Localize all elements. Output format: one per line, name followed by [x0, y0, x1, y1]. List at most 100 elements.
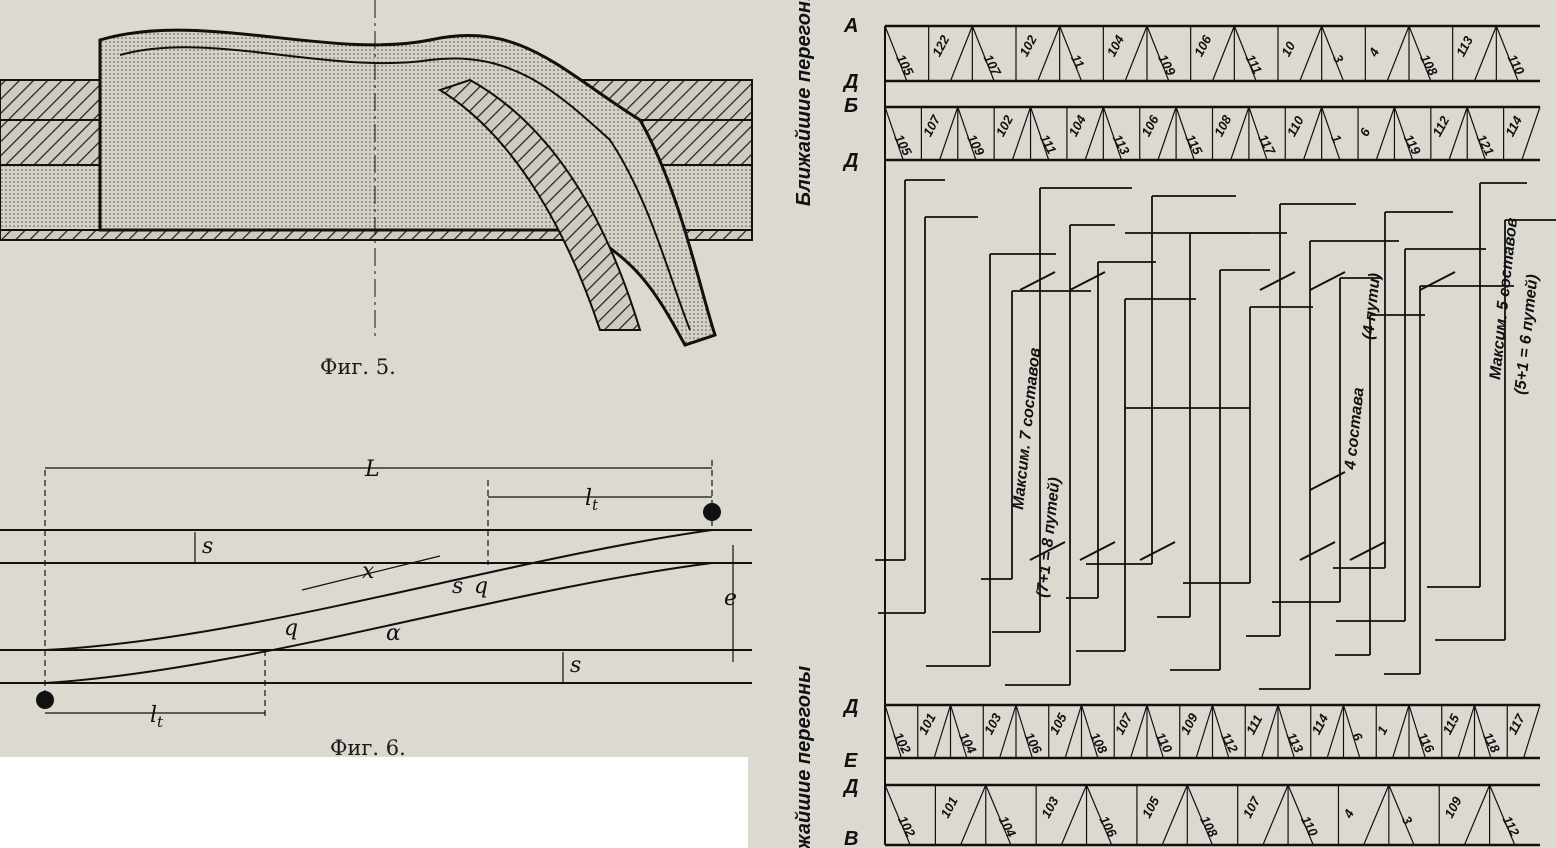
- train-arrival-mark: [1069, 271, 1106, 291]
- label-x: x: [362, 559, 375, 584]
- label-alpha: α: [386, 621, 401, 646]
- train-number: 107: [1112, 710, 1136, 737]
- figure-5-drawing: [0, 0, 753, 347]
- train-number: 108: [1197, 813, 1221, 840]
- train-path: [1161, 784, 1188, 846]
- train-path: [1248, 106, 1268, 161]
- train-path: [1186, 784, 1214, 846]
- train-arrival-mark: [1079, 541, 1116, 561]
- label-lt-top: lt: [585, 486, 599, 514]
- label-s-top: s: [202, 534, 213, 559]
- train-path: [1059, 25, 1083, 82]
- train-path: [1146, 704, 1164, 759]
- train-number: 103: [1038, 794, 1062, 821]
- train-path: [1262, 784, 1289, 846]
- train-path: [1175, 106, 1195, 161]
- train-number: 114: [1502, 113, 1525, 139]
- page-gutter: [748, 757, 780, 848]
- train-arrival-mark: [1029, 541, 1066, 561]
- train-path: [884, 106, 904, 161]
- train-number: 107: [1240, 794, 1264, 821]
- annotation-max7-paths: (7+1 = 8 путей): [1034, 477, 1064, 599]
- figure-5-caption: Фиг. 5.: [320, 355, 396, 379]
- label-lt-bottom: lt: [150, 703, 164, 731]
- train-path: [1233, 25, 1257, 82]
- train-number: 106: [1096, 813, 1120, 840]
- train-path: [1211, 704, 1230, 759]
- annotation-max7: Максим. 7 составов: [1010, 347, 1044, 511]
- train-number: 112: [1429, 113, 1452, 139]
- figure-6-drawing: [0, 460, 752, 720]
- train-number: 107: [920, 112, 944, 139]
- train-path: [1080, 704, 1099, 759]
- train-number: 101: [937, 794, 960, 820]
- row-label: Б: [844, 95, 858, 117]
- train-path: [985, 784, 1012, 846]
- row-label: Д: [842, 696, 858, 718]
- train-arrival-mark: [1139, 541, 1176, 561]
- train-path: [949, 25, 973, 82]
- train-number: 102: [891, 730, 915, 757]
- train-path: [1473, 704, 1492, 759]
- train-path: [1037, 25, 1061, 82]
- train-path: [1124, 25, 1148, 82]
- train-number: 10: [1278, 38, 1298, 58]
- label-e: e: [724, 586, 737, 611]
- train-path: [1342, 704, 1361, 759]
- train-number: 6: [1357, 125, 1374, 139]
- train-number: 102: [895, 813, 919, 840]
- train-arrival-mark: [1349, 541, 1386, 561]
- train-path: [1457, 704, 1476, 759]
- train-number: 109: [964, 132, 988, 159]
- train-path: [939, 106, 959, 161]
- train-number: 104: [1104, 32, 1128, 59]
- train-arrival-mark: [1019, 271, 1056, 291]
- train-number: 113: [1453, 33, 1476, 59]
- train-path: [1084, 106, 1104, 161]
- row-label: Д: [842, 150, 858, 172]
- train-path: [1408, 704, 1426, 759]
- row-label: А: [843, 15, 858, 37]
- row-label: Д: [842, 71, 858, 93]
- train-number: 4: [1365, 45, 1382, 60]
- train-path: [1363, 784, 1390, 846]
- train-path: [1523, 704, 1541, 759]
- train-path: [1375, 106, 1396, 161]
- train-arrival-mark: [1309, 471, 1346, 491]
- train-path: [884, 784, 911, 846]
- train-number: 104: [956, 730, 980, 757]
- train-path: [1393, 106, 1414, 161]
- train-arrival-mark: [1419, 271, 1456, 291]
- row-label: В: [844, 828, 858, 848]
- train-path: [1195, 704, 1214, 759]
- train-number: 102: [1016, 32, 1040, 59]
- train-path: [933, 704, 952, 759]
- train-number: 108: [1417, 52, 1441, 79]
- row-label: Е: [844, 750, 858, 772]
- train-path: [1287, 784, 1314, 846]
- train-number: 105: [1046, 710, 1070, 737]
- train-number: 106: [1191, 32, 1215, 59]
- train-path: [999, 704, 1017, 759]
- train-number: 105: [891, 132, 915, 159]
- train-number: 106: [1022, 730, 1046, 757]
- train-number: 110: [1284, 113, 1307, 139]
- train-number: 109: [1177, 710, 1201, 737]
- train-number: 105: [893, 52, 917, 79]
- train-arrival-mark: [1259, 271, 1296, 291]
- annotation-four: 4 состава: [1342, 387, 1368, 472]
- train-number: 114: [1308, 711, 1331, 737]
- annotation-four-paths: (4 пути): [1360, 272, 1384, 340]
- side-label-top: Ближайшие перегоны: [793, 0, 815, 206]
- side-label-bottom: Ближайшие перегоны: [793, 666, 815, 848]
- train-path: [1277, 704, 1295, 759]
- train-number: 117: [1505, 711, 1528, 737]
- train-path: [1029, 106, 1050, 161]
- train-number: 109: [1155, 52, 1179, 79]
- train-path: [1130, 704, 1148, 759]
- annotation-max5-paths: (5+1 = 6 путей): [1512, 274, 1542, 396]
- left-page: Фиг. 5. L lt s x s q q α e s lt Фиг. 6.: [0, 0, 780, 757]
- train-path: [1388, 784, 1415, 846]
- train-arrival-mark: [1309, 271, 1346, 291]
- train-number: 108: [1211, 112, 1235, 139]
